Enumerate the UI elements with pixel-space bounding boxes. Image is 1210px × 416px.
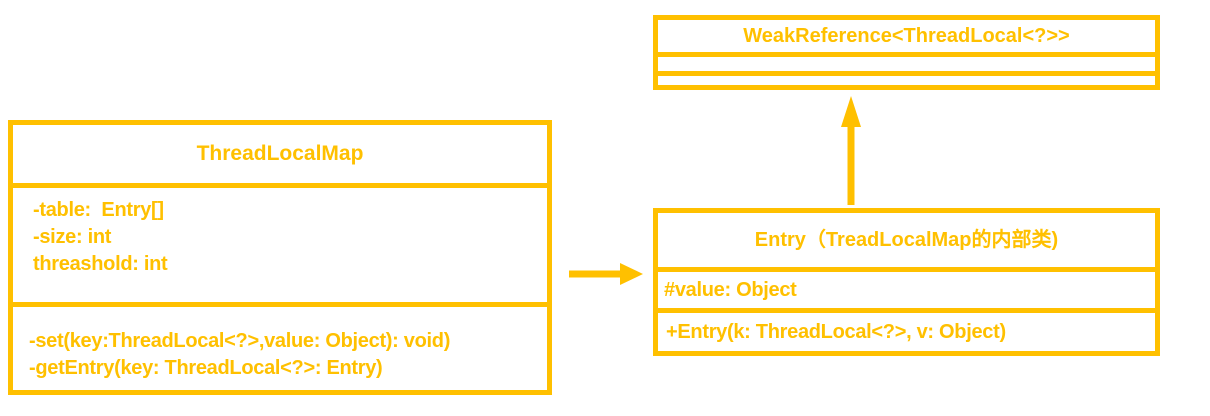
class-box-entry: Entry（TreadLocalMap的内部类) #value: Object … [653, 208, 1160, 356]
fields-compartment-weakreference-empty [658, 57, 1155, 76]
class-box-threadlocalmap: ThreadLocalMap -table: Entry[] -size: in… [8, 120, 552, 395]
method-getentry: -getEntry(key: ThreadLocal<?>: Entry) [29, 357, 383, 379]
methods-compartment-weakreference-empty [658, 76, 1155, 85]
class-box-weakreference: WeakReference<ThreadLocal<?>> [653, 15, 1160, 90]
field-table: -table: Entry[] [33, 199, 164, 221]
field-size: -size: int [33, 226, 112, 248]
fields-compartment-entry: #value: Object [658, 272, 1155, 313]
class-title-weakreference: WeakReference<ThreadLocal<?>> [658, 20, 1155, 57]
methods-compartment-entry: +Entry(k: ThreadLocal<?>, v: Object) [658, 313, 1155, 351]
methods-compartment-threadlocalmap: -set(key:ThreadLocal<?>,value: Object): … [13, 307, 547, 390]
method-set: -set(key:ThreadLocal<?>,value: Object): … [29, 330, 451, 352]
method-entry-constructor: +Entry(k: ThreadLocal<?>, v: Object) [666, 320, 1006, 343]
arrow-entry-to-weakreference [841, 96, 861, 205]
field-value: #value: Object [664, 278, 797, 301]
fields-compartment-threadlocalmap: -table: Entry[] -size: int threashold: i… [13, 188, 547, 307]
class-title-threadlocalmap: ThreadLocalMap [13, 125, 547, 188]
arrow-threadlocalmap-to-entry [569, 263, 643, 285]
class-title-entry: Entry（TreadLocalMap的内部类) [658, 213, 1155, 272]
field-threashold: threashold: int [33, 253, 168, 275]
